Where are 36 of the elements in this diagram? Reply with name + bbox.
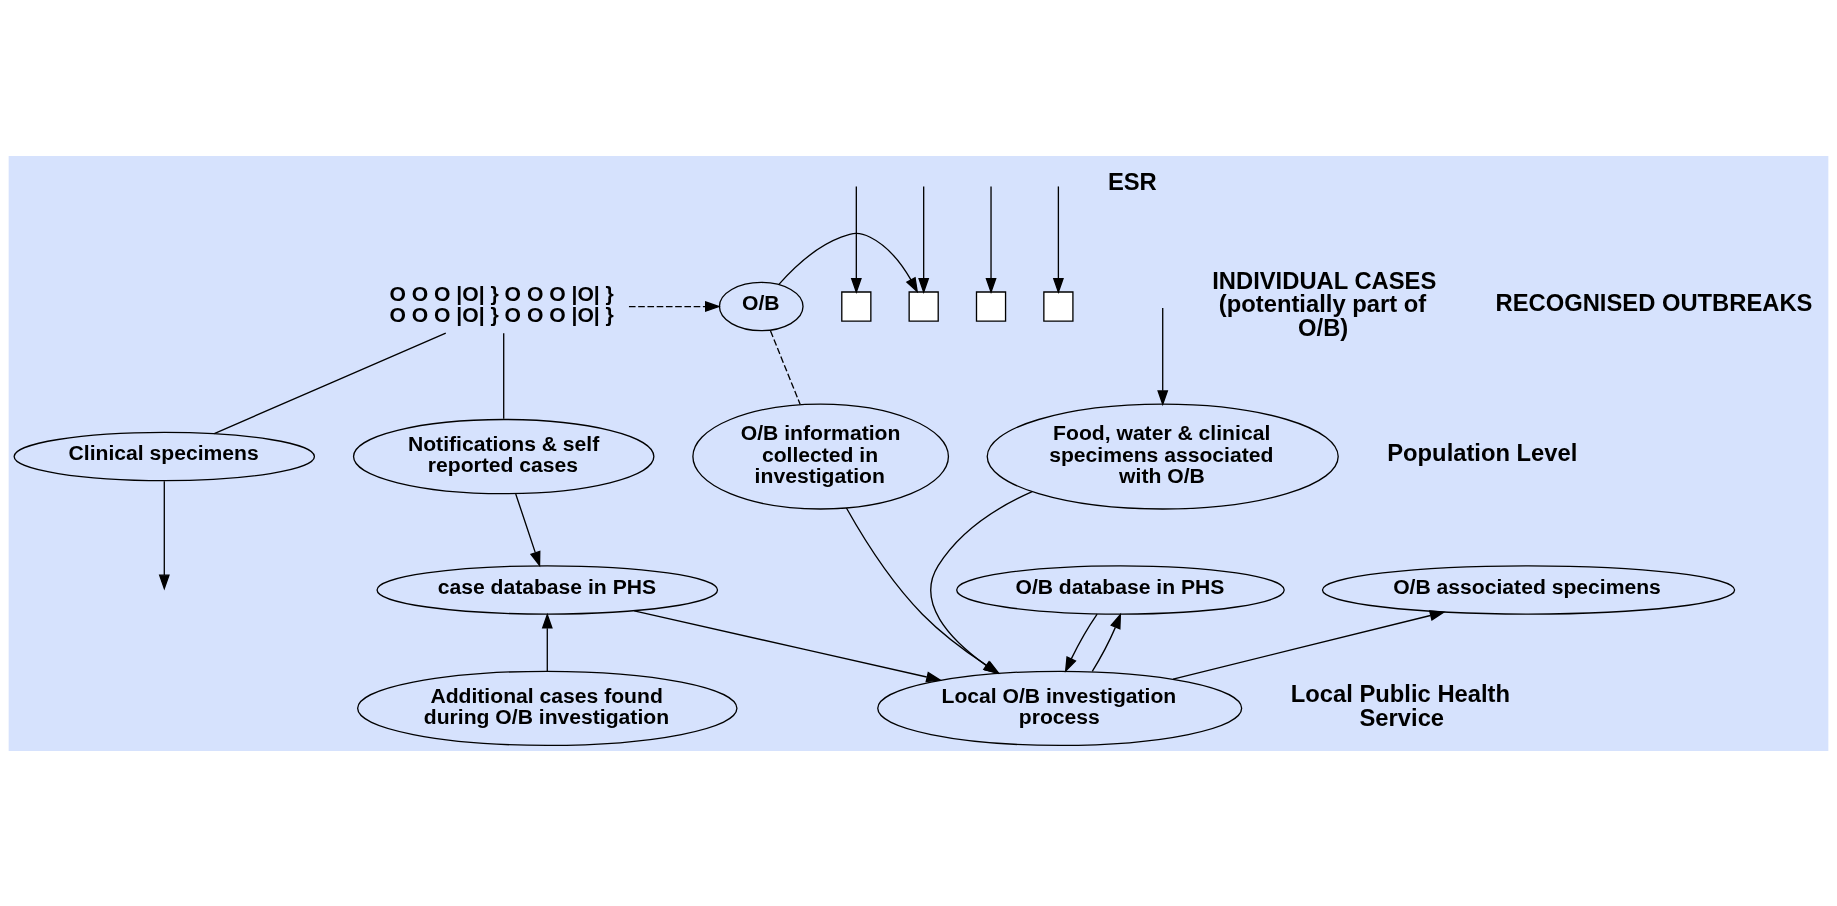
arrow [1157, 306, 1169, 406]
arrow [1064, 613, 1098, 673]
label: INDIVIDUAL CASES (potentially part of O/B) [1212, 266, 1437, 341]
label: RECOGNISED OUTBREAKS [1495, 288, 1813, 316]
arrow [515, 492, 541, 567]
label: Population Level [1387, 438, 1578, 466]
label: Local Public Health Service [1290, 679, 1511, 731]
arrow [918, 185, 930, 294]
node-box [841, 290, 872, 322]
node-ellipse: O/B database in PHS [956, 564, 1285, 615]
arrow [633, 609, 943, 682]
arrow [628, 300, 721, 312]
arrow [1172, 609, 1446, 680]
node-ellipse: Clinical specimens [13, 431, 316, 481]
node-ellipse: O/B [718, 281, 804, 331]
node-box [975, 290, 1007, 322]
node-ellipse: Notifications & self reported cases [352, 418, 655, 494]
node-ellipse: Food, water & clinical specimens associated with O/B [986, 402, 1339, 510]
node-text: O O O |O| } O O O |O| } O O O |O| } O O O |O| } [389, 281, 614, 326]
arrow [541, 612, 553, 672]
arrow [158, 480, 170, 590]
connector [769, 329, 801, 405]
node-ellipse: case database in PHS [376, 564, 719, 615]
node-box [1043, 290, 1074, 322]
arrow [985, 185, 997, 294]
arrow [1052, 185, 1064, 294]
node-ellipse: O/B information collected in investigation [692, 402, 950, 510]
node-ellipse: O/B associated specimens [1321, 564, 1736, 615]
node-box [908, 290, 939, 322]
arrow [778, 232, 919, 293]
connector [503, 332, 505, 419]
node-ellipse: Additional cases found during O/B investigation [357, 670, 738, 746]
connector [213, 331, 447, 434]
arrow [850, 185, 862, 294]
label: ESR [1107, 167, 1157, 195]
arrow [1091, 612, 1122, 672]
